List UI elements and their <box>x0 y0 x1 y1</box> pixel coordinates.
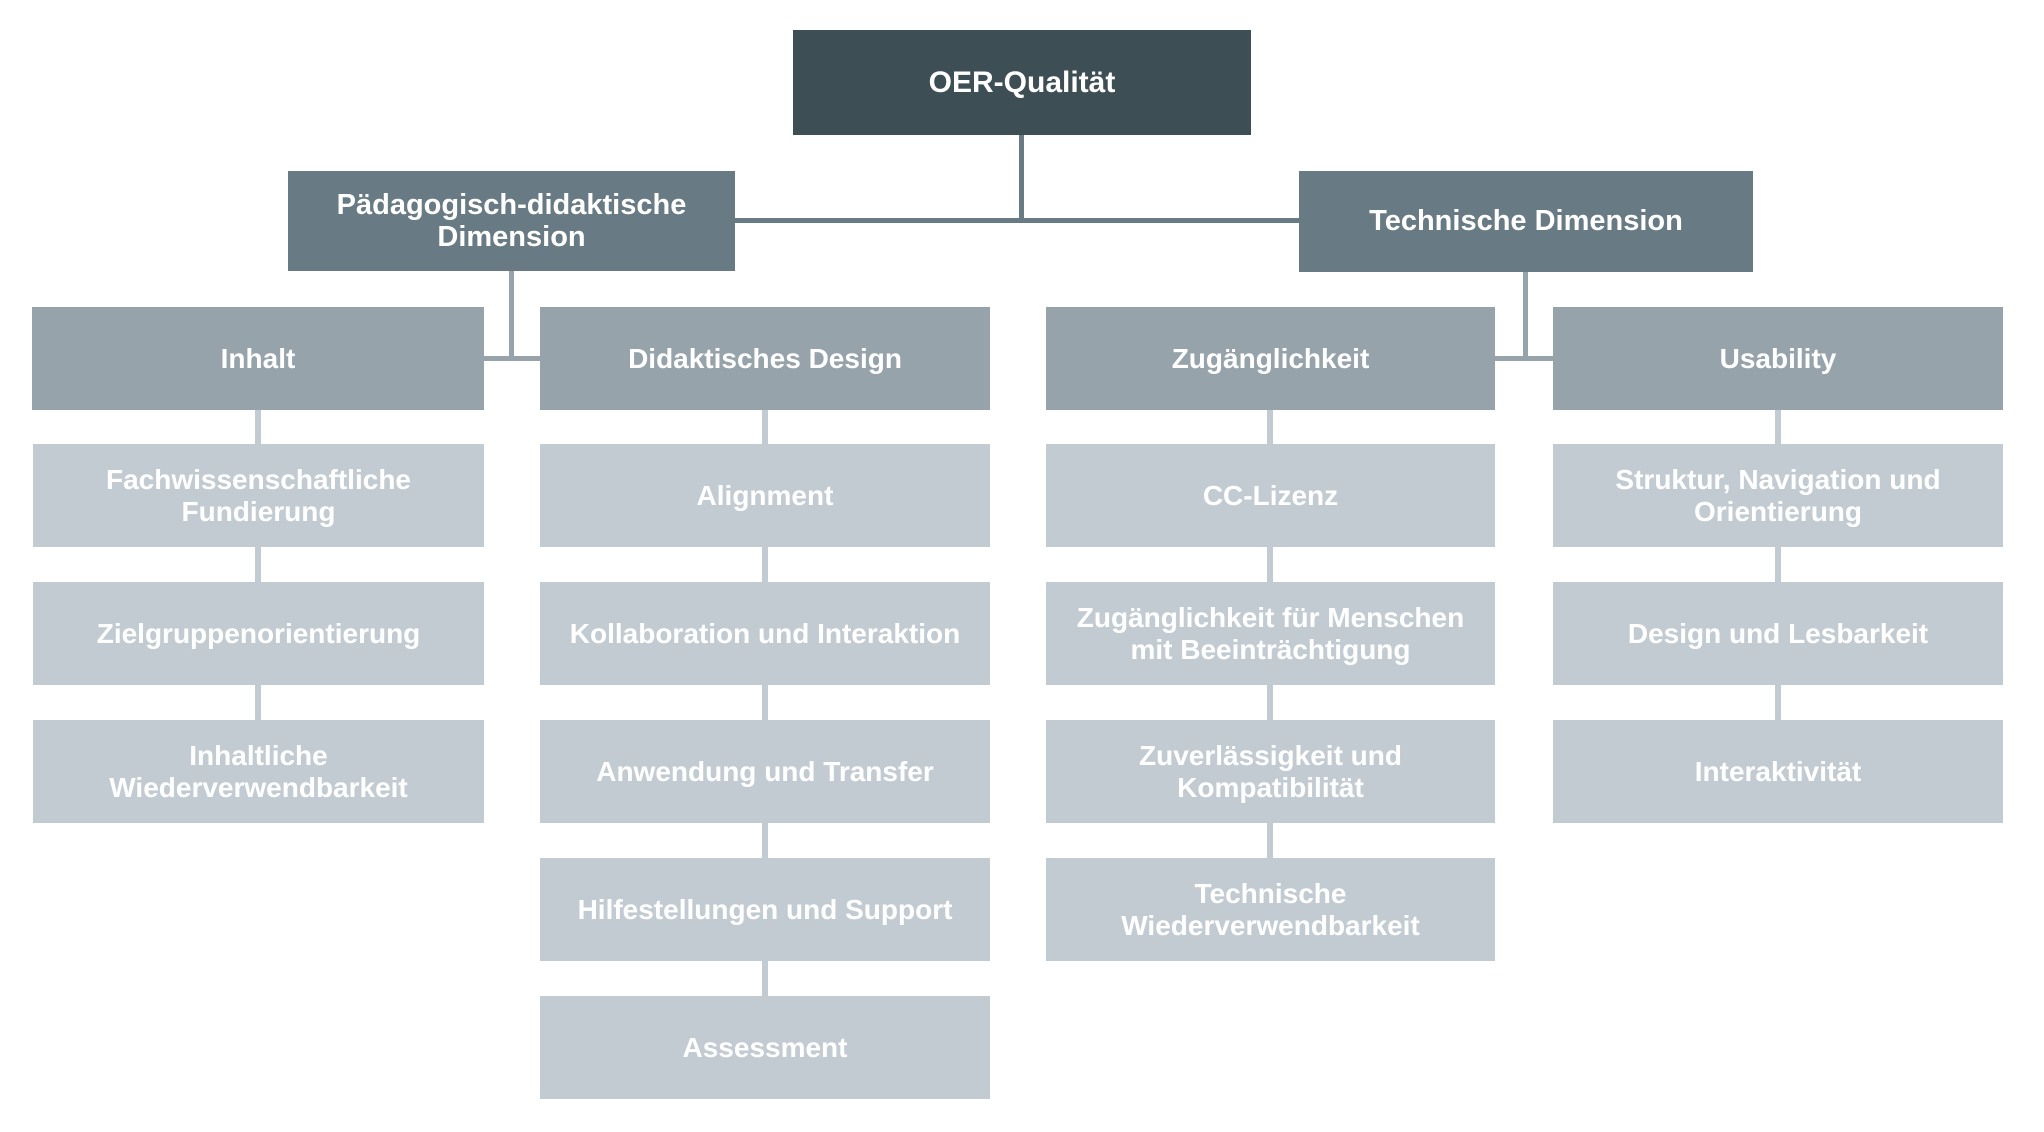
node-label: Kollaboration und Interaktion <box>569 617 961 649</box>
node-label: Hilfestellungen und Support <box>577 893 953 925</box>
node-hilfestellungen-und-support: Hilfestellungen und Support <box>540 858 990 961</box>
node-paedagogisch-didaktische-dimension: Pädagogisch-didaktische Dimension <box>288 171 735 271</box>
node-label: Zugänglichkeit für Menschen mit Beeinträ… <box>1076 602 1465 665</box>
node-anwendung-und-transfer: Anwendung und Transfer <box>540 720 990 823</box>
node-zuverlaessigkeit-und-kompatibilitaet: Zuverlässigkeit und Kompatibilität <box>1046 720 1495 823</box>
node-usability: Usability <box>1553 307 2003 410</box>
node-label: Zielgruppenorientierung <box>96 617 421 649</box>
node-label: Inhaltliche Wiederverwendbarkeit <box>109 740 408 803</box>
connector-col3-3 <box>1267 685 1273 720</box>
connector-col1-3 <box>255 685 261 720</box>
node-label: Didaktisches Design <box>628 342 902 374</box>
connector-col4-2 <box>1775 547 1781 582</box>
connector-col2-2 <box>762 547 768 582</box>
node-alignment: Alignment <box>540 444 990 547</box>
node-label: Usability <box>1719 342 1837 374</box>
node-label: Technische Dimension <box>1369 205 1683 238</box>
node-label: Alignment <box>696 479 834 511</box>
connector-col4-3 <box>1775 685 1781 720</box>
connector-col1-2 <box>255 547 261 582</box>
node-interaktivitaet: Interaktivität <box>1553 720 2003 823</box>
node-design-und-lesbarkeit: Design und Lesbarkeit <box>1553 582 2003 685</box>
node-assessment: Assessment <box>540 996 990 1099</box>
connector-col3-2 <box>1267 547 1273 582</box>
node-label: Struktur, Navigation und Orientierung <box>1615 464 1941 527</box>
connector-col2-3 <box>762 685 768 720</box>
node-oer-qualitaet: OER-Qualität <box>793 30 1251 135</box>
connector-col4-1 <box>1775 410 1781 444</box>
node-struktur-navigation-orientierung: Struktur, Navigation und Orientierung <box>1553 444 2003 547</box>
node-kollaboration-und-interaktion: Kollaboration und Interaktion <box>540 582 990 685</box>
connector-col3-4 <box>1267 823 1273 858</box>
connector-col2-4 <box>762 823 768 858</box>
node-label: Design und Lesbarkeit <box>1627 617 1929 649</box>
node-label: Technische Wiederverwendbarkeit <box>1121 878 1420 941</box>
node-fachwissenschaftliche-fundierung: Fachwissenschaftliche Fundierung <box>33 444 484 547</box>
node-label: Zuverlässigkeit und Kompatibilität <box>1139 740 1402 803</box>
connector-dim2-span <box>1495 356 1553 361</box>
node-label: Interaktivität <box>1694 755 1862 787</box>
node-zugaenglichkeit: Zugänglichkeit <box>1046 307 1495 410</box>
node-zugaenglichkeit-fuer-menschen: Zugänglichkeit für Menschen mit Beeinträ… <box>1046 582 1495 685</box>
node-inhaltliche-wiederverwendbarkeit: Inhaltliche Wiederverwendbarkeit <box>33 720 484 823</box>
node-label: CC-Lizenz <box>1202 479 1339 511</box>
node-inhalt: Inhalt <box>32 307 484 410</box>
connector-dim1-drop <box>509 270 514 358</box>
connector-col2-5 <box>762 961 768 996</box>
node-label: Anwendung und Transfer <box>596 755 934 787</box>
node-label: Assessment <box>682 1031 848 1063</box>
node-label: Zugänglichkeit <box>1171 342 1370 374</box>
connector-root-span <box>735 218 1299 223</box>
connector-col2-1 <box>762 410 768 444</box>
connector-col1-1 <box>255 410 261 444</box>
node-label: OER-Qualität <box>928 65 1116 99</box>
node-label: Fachwissenschaftliche Fundierung <box>105 464 411 527</box>
connector-dim1-span <box>484 356 540 361</box>
node-label: Pädagogisch-didaktische Dimension <box>336 188 687 253</box>
node-label: Inhalt <box>220 342 296 374</box>
node-cc-lizenz: CC-Lizenz <box>1046 444 1495 547</box>
connector-col3-1 <box>1267 410 1273 444</box>
node-didaktisches-design: Didaktisches Design <box>540 307 990 410</box>
connector-dim2-drop <box>1523 272 1528 358</box>
connector-root-drop <box>1019 135 1024 220</box>
node-technische-wiederverwendbarkeit: Technische Wiederverwendbarkeit <box>1046 858 1495 961</box>
node-technische-dimension: Technische Dimension <box>1299 171 1753 272</box>
node-zielgruppenorientierung: Zielgruppenorientierung <box>33 582 484 685</box>
